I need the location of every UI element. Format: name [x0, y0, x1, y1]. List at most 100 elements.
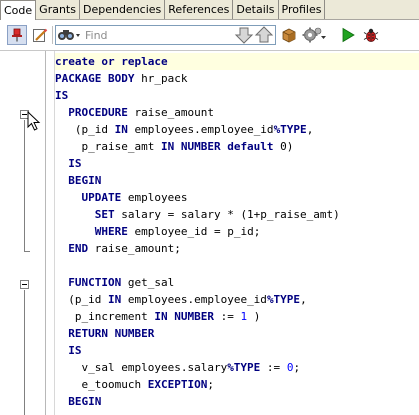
tab-details[interactable]: Details: [233, 0, 279, 19]
code-token: p_raise_amt: [55, 140, 161, 153]
code-line[interactable]: p_increment IN NUMBER := 1 ): [55, 308, 419, 325]
tab-references[interactable]: References: [165, 0, 234, 19]
code-token: p_increment: [55, 310, 155, 323]
find-input[interactable]: [85, 27, 225, 43]
code-line[interactable]: RETURN NUMBER: [55, 325, 419, 342]
code-keyword: IN NUMBER: [154, 310, 214, 323]
mouse-pointer-icon: [27, 111, 41, 131]
editor-gutter: [0, 51, 46, 415]
tab-code[interactable]: Code: [0, 0, 37, 21]
pin-icon: [12, 28, 22, 42]
pin-button[interactable]: [7, 25, 27, 45]
code-token: employees: [121, 191, 188, 204]
code-line[interactable]: create or replace: [55, 53, 419, 70]
code-line[interactable]: SET salary = salary * (1+p_raise_amt): [55, 206, 419, 223]
code-token: 0): [273, 140, 294, 153]
code-keyword: %TYPE: [273, 123, 307, 136]
code-token: :=: [260, 361, 287, 374]
code-keyword: create or replace: [55, 55, 168, 68]
code-line[interactable]: p_raise_amt IN NUMBER default 0): [55, 138, 419, 155]
tab-profiles[interactable]: Profiles: [279, 0, 326, 19]
code-token: (p_id: [55, 293, 108, 306]
tab-grants[interactable]: Grants: [36, 0, 80, 19]
code-token: employee_id = p_id;: [127, 225, 261, 238]
code-token: raise_amount: [127, 106, 214, 119]
edit-icon: [33, 28, 48, 42]
code-keyword: WHERE: [55, 225, 128, 238]
code-token: ;: [293, 361, 301, 374]
code-line[interactable]: UPDATE employees: [55, 189, 419, 206]
package-icon: [282, 28, 296, 43]
code-literal: 1: [240, 310, 248, 323]
code-line[interactable]: IS: [55, 155, 419, 172]
gear-icon: [302, 27, 326, 43]
editor-toolbar: [0, 20, 419, 51]
code-token: employees.employee_id: [121, 293, 267, 306]
code-line[interactable]: BEGIN: [55, 172, 419, 189]
code-keyword: IN: [107, 293, 122, 306]
code-line[interactable]: IS: [55, 87, 419, 104]
code-token: get_sal: [121, 276, 175, 289]
tab-dependencies[interactable]: Dependencies: [80, 0, 166, 19]
code-token: employees.employee_id: [127, 123, 274, 136]
margin-line: [54, 51, 55, 415]
compile-button[interactable]: [279, 25, 299, 45]
code-line[interactable]: IS: [55, 342, 419, 359]
editor-tab-bar: Code Grants Dependencies References Deta…: [0, 0, 419, 21]
run-icon: [342, 27, 355, 43]
code-line[interactable]: (p_id IN employees.employee_id%TYPE,: [55, 121, 419, 138]
code-token: v_sal employees.salary: [55, 361, 228, 374]
gutter-divider: [45, 51, 46, 415]
code-keyword: BEGIN: [55, 174, 102, 187]
code-line[interactable]: WHERE employee_id = p_id;: [55, 223, 419, 240]
code-keyword: BEGIN: [55, 395, 102, 408]
code-keyword: IN NUMBER default: [160, 140, 274, 153]
tab-bar-spacer: [325, 0, 419, 19]
code-keyword: PACKAGE BODY: [55, 72, 135, 85]
code-token: :=: [213, 310, 241, 323]
code-keyword: UPDATE: [55, 191, 122, 204]
code-line[interactable]: BEGIN: [55, 393, 419, 410]
code-keyword: IS: [55, 157, 82, 170]
code-line[interactable]: PACKAGE BODY hr_pack: [55, 70, 419, 87]
binoculars-icon[interactable]: [57, 27, 83, 43]
code-token: raise_amount;: [88, 242, 181, 255]
code-keyword: IS: [55, 344, 82, 357]
settings-button[interactable]: [301, 25, 329, 45]
arrow-down-icon[interactable]: [234, 26, 254, 44]
code-keyword: RETURN NUMBER: [55, 327, 155, 340]
code-line[interactable]: e_toomuch EXCEPTION;: [55, 376, 419, 393]
toolbar-separator: [52, 26, 53, 44]
fold-toggle-icon[interactable]: [20, 280, 29, 289]
code-keyword: SET: [55, 208, 115, 221]
fold-range-line: [24, 120, 25, 251]
code-line[interactable]: v_sal employees.salary%TYPE := 0;: [55, 359, 419, 376]
code-token: ,: [306, 123, 314, 136]
code-token: ): [247, 310, 261, 323]
code-keyword: IS: [55, 89, 69, 102]
code-literal: 0: [286, 361, 294, 374]
code-keyword: IN: [114, 123, 128, 136]
code-line[interactable]: (p_id IN employees.employee_id%TYPE,: [55, 291, 419, 308]
bug-icon: [363, 28, 379, 42]
find-box: [55, 25, 276, 45]
code-line[interactable]: END raise_amount;: [55, 240, 419, 257]
run-button[interactable]: [338, 25, 358, 45]
code-token: e_toomuch: [55, 378, 148, 391]
code-keyword: PROCEDURE: [55, 106, 128, 119]
fold-range-end: [24, 251, 30, 252]
arrow-up-icon[interactable]: [254, 26, 274, 44]
code-keyword: FUNCTION: [55, 276, 122, 289]
fold-range-line: [24, 290, 25, 415]
code-token: (p_id: [55, 123, 115, 136]
code-keyword: %TYPE: [227, 361, 261, 374]
code-line[interactable]: FUNCTION get_sal: [55, 274, 419, 291]
code-token: ,: [300, 293, 307, 306]
code-line[interactable]: PROCEDURE raise_amount: [55, 104, 419, 121]
edit-button[interactable]: [30, 25, 50, 45]
debug-button[interactable]: [361, 25, 381, 45]
code-keyword: END: [55, 242, 89, 255]
code-line[interactable]: [55, 257, 419, 274]
